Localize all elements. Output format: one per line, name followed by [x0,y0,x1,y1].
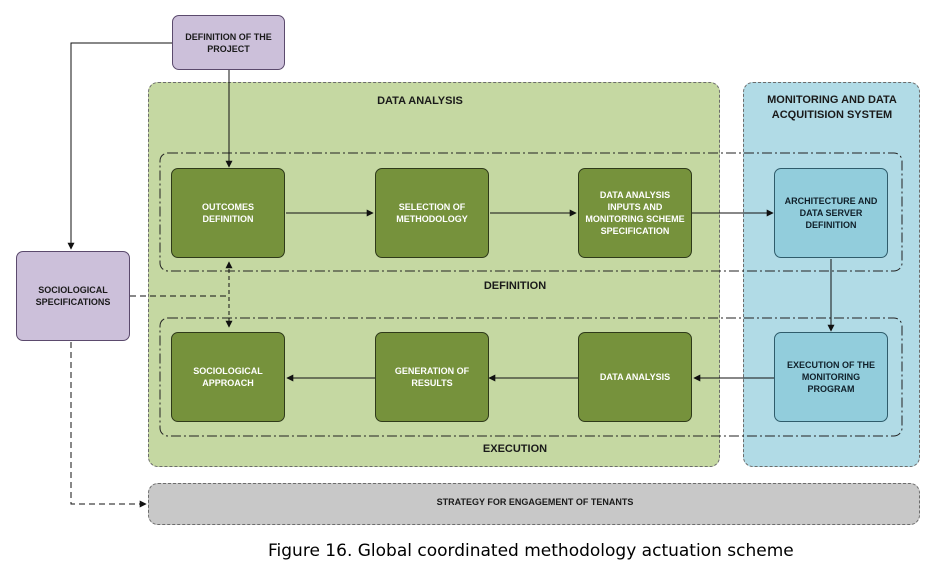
data-analysis-inputs-label: DATA ANALYSIS INPUTS AND MONITORING SCHE… [585,190,685,236]
monitoring-title: MONITORING AND DATA ACQUITISION SYSTEM [767,94,897,121]
selection-of-methodology-label: SELECTION OF METHODOLOGY [396,202,468,224]
selection-of-methodology-box: SELECTION OF METHODOLOGY [375,168,489,258]
strategy-label: STRATEGY FOR ENGAGEMENT OF TENANTS [436,497,634,507]
architecture-box: ARCHITECTURE AND DATA SERVER DEFINITION [774,168,888,258]
sociological-specifications-label: SOCIOLOGICAL SPECIFICATIONS [35,285,111,307]
generation-of-results-label: GENERATION OF RESULTS [394,366,470,388]
strategy-region [148,483,920,525]
arrow-project-to-sociological [67,42,172,250]
data-analysis-step-label: DATA ANALYSIS [599,372,671,382]
outcomes-definition-box: OUTCOMES DEFINITION [171,168,285,258]
sociological-specifications-box: SOCIOLOGICAL SPECIFICATIONS [16,251,130,341]
definition-container [159,152,903,272]
definition-of-project-label: DEFINITION OF THE PROJECT [185,31,272,54]
sociological-approach-label: SOCIOLOGICAL APPROACH [193,366,263,388]
definition-of-project-box: DEFINITION OF THE PROJECT [172,15,285,70]
data-analysis-title: DATA ANALYSIS [377,95,463,107]
generation-of-results-box: GENERATION OF RESULTS [375,332,489,422]
architecture-label: ARCHITECTURE AND DATA SERVER DEFINITION [784,196,878,230]
execution-label: EXECUTION [482,443,548,455]
execution-monitoring-label: EXECUTION OF THE MONITORING PROGRAM [786,360,875,394]
definition-label: DEFINITION [483,280,547,292]
outcomes-definition-label: OUTCOMES DEFINITION [201,202,254,224]
execution-monitoring-box: EXECUTION OF THE MONITORING PROGRAM [774,332,888,422]
sociological-approach-box: SOCIOLOGICAL APPROACH [171,332,285,422]
figure-caption: Figure 16. Global coordinated methodolog… [268,541,794,561]
data-analysis-step-box: DATA ANALYSIS [578,332,692,422]
dashed-spec-to-strategy [70,342,147,508]
data-analysis-inputs-box: DATA ANALYSIS INPUTS AND MONITORING SCHE… [578,168,692,258]
execution-container [159,317,903,437]
